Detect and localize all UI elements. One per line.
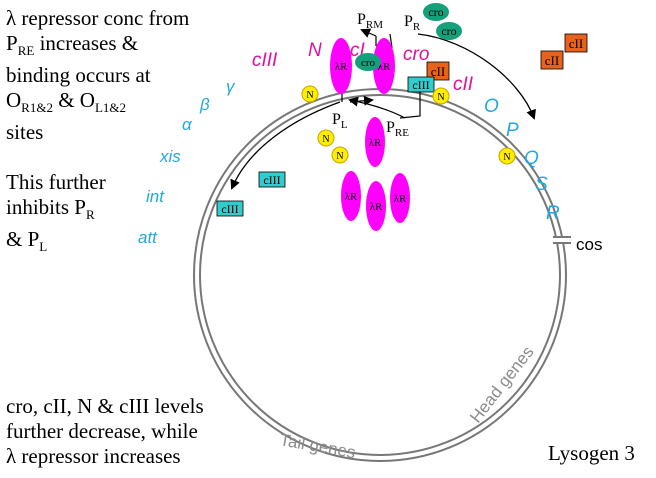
cII-protein (540, 50, 564, 70)
lambda-repressor-label: λR (370, 201, 383, 213)
lambda-repressor (365, 117, 385, 167)
cos-break (552, 236, 572, 244)
cIII-protein (407, 76, 435, 93)
promoter-prm: PRM (357, 11, 383, 31)
arrow-pre-leftward (348, 96, 406, 119)
lambda-repressor (373, 38, 395, 94)
N-protein-label: N (306, 90, 313, 101)
bottom-line-1: cro, cII, N & cIII levels (6, 394, 204, 418)
lysogen-label: Lysogen 3 (548, 441, 635, 465)
N-protein-label: N (503, 152, 510, 163)
gene-P: P (506, 120, 519, 141)
lambda-repressor-label: λR (378, 61, 391, 73)
desc-line-2: PRE increases & (6, 31, 139, 59)
n-protein-group: N N N N N (301, 85, 516, 165)
cIII-protein (258, 171, 286, 188)
cro-protein-label: cro (441, 24, 456, 38)
lambda-repressor-label: λR (394, 193, 407, 205)
gene-cos: cos (576, 235, 602, 254)
desc-line-5: sites (6, 120, 44, 145)
promoter-pl: PL (332, 111, 348, 131)
arrow-prm-left (360, 28, 377, 38)
gene-int: int (146, 187, 165, 206)
bottom-line-2: further decrease, while (6, 419, 198, 443)
head-genes-label: Head genes (466, 343, 537, 427)
N-protein-label: N (336, 151, 343, 162)
arrow-pr-bracket (389, 33, 393, 49)
N-protein-label: N (437, 92, 444, 103)
gene-alpha: α (182, 115, 193, 134)
N-protein (331, 146, 349, 164)
promoter-pr: PR (404, 13, 421, 33)
cro-protein (355, 53, 381, 71)
arrow-pl-leftward (230, 101, 341, 190)
cro-protein-label: cro (361, 57, 376, 69)
arrow-pre-bracket (399, 92, 421, 119)
lambda-repressor (390, 173, 410, 223)
lambda-repressor (366, 181, 386, 231)
lambda-repressor (330, 38, 352, 94)
lambda-repressor-label: λR (369, 137, 382, 149)
cro-protein-label: cro (428, 5, 443, 19)
cIII-protein (216, 200, 244, 217)
cII-protein (426, 61, 450, 81)
gene-O: O (484, 96, 499, 117)
gene-N: N (308, 40, 322, 61)
cro-protein (436, 22, 462, 40)
lambda-repressor-label: λR (345, 191, 358, 203)
gene-cII: cII (453, 74, 474, 95)
cro-protein (423, 3, 449, 21)
bottom-line-3: λ repressor increases (6, 444, 181, 468)
desc-line-3: binding occurs at (6, 63, 151, 88)
cII-cluster-right: cII cII (540, 33, 588, 70)
gene-xis: xis (159, 147, 181, 166)
promoter-pre: PRE (386, 119, 409, 139)
desc2-line-2: inhibits PR (6, 195, 95, 223)
gene-Q: Q (524, 148, 539, 169)
gene-R: R (546, 203, 560, 224)
lambda-repressor (341, 171, 361, 221)
cIII-protein-label: cIII (221, 202, 238, 216)
tail-genes-label: Tail genes (278, 430, 357, 462)
genome-inner-ring (199, 94, 561, 456)
description-block: λ repressor conc from PRE increases & bi… (6, 6, 189, 145)
cII-protein-label: cII (569, 36, 583, 51)
desc2-line-1: This further (6, 170, 106, 194)
desc-line-1: λ repressor conc from (6, 6, 190, 30)
lambda-repressor-group: λR λR λR λR λR λR (330, 38, 410, 231)
lambda-repressor-label: λR (335, 61, 348, 73)
gene-att: att (138, 228, 158, 247)
N-protein (498, 147, 516, 165)
desc-line-4: OR1&2 & OL1&2 (6, 88, 127, 116)
desc2-line-3: & PL (6, 227, 48, 255)
gene-cro: cro (403, 44, 429, 65)
gene-S: S (535, 174, 548, 195)
cIII-protein-label: cIII (263, 173, 280, 187)
cII-protein-label: cII (431, 64, 445, 79)
N-protein-label: N (322, 134, 329, 145)
cII-protein (564, 33, 588, 53)
N-protein (432, 87, 450, 105)
cII-protein-label: cII (545, 53, 559, 68)
bottom-description: cro, cII, N & cIII levels further decrea… (6, 394, 204, 469)
N-protein (301, 85, 319, 103)
cro-dimer-top: cro cro (423, 3, 462, 40)
arrow-pr-to-right (417, 33, 536, 120)
description-block-2: This further inhibits PR & PL (6, 170, 106, 259)
gene-beta: β (199, 95, 210, 114)
gene-gamma: γ (226, 77, 236, 96)
gene-cIII: cIII (252, 50, 278, 71)
cIII-protein-label: cIII (412, 78, 429, 92)
N-protein (317, 129, 335, 147)
